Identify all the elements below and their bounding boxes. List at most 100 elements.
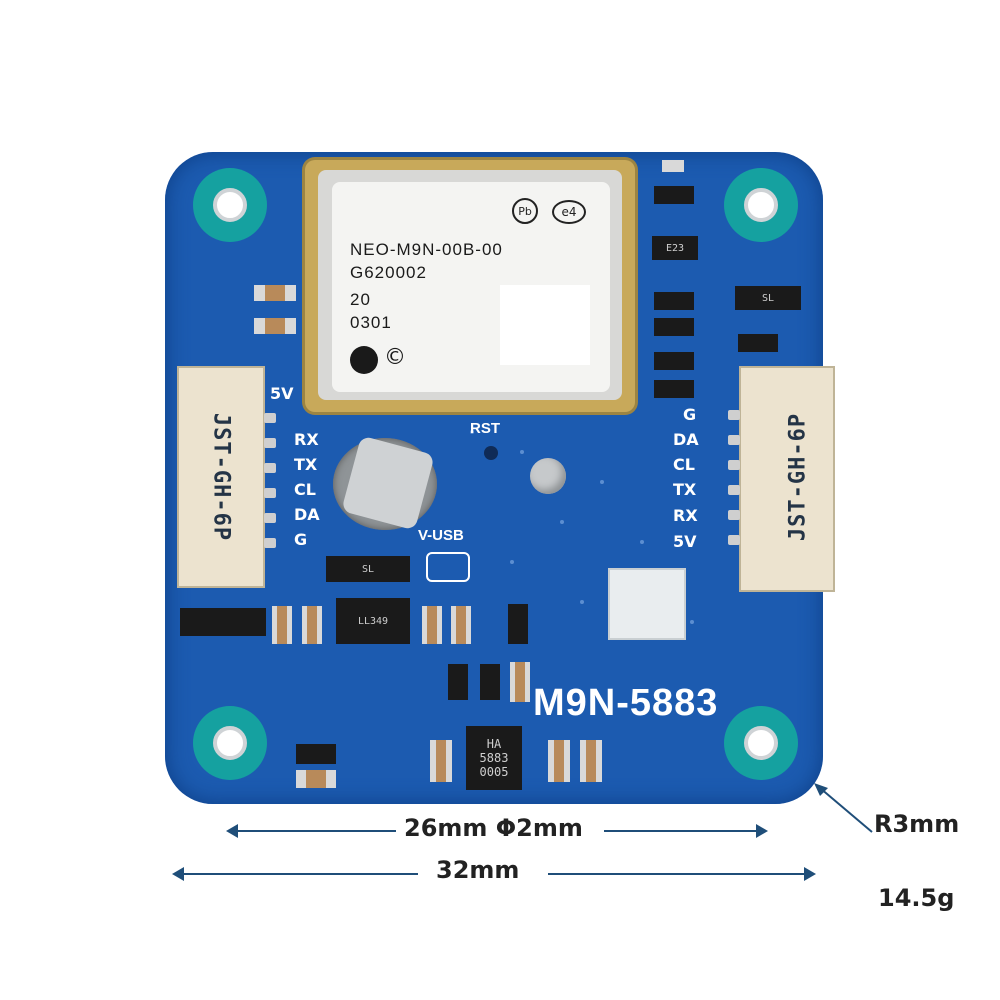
compass-chip: HA 5883 0005 — [466, 726, 522, 790]
capacitor — [254, 318, 296, 334]
led-pad — [608, 568, 686, 640]
regulator-ll349: LL349 — [336, 598, 410, 644]
pin-stub — [264, 538, 276, 548]
pin-stub — [264, 488, 276, 498]
pin-stub — [728, 485, 740, 495]
capacitor — [580, 740, 602, 782]
via — [600, 480, 604, 484]
mounting-hole-top-left — [213, 188, 247, 222]
right-pin-da: DA — [673, 430, 699, 449]
inner-dimension-line-left — [232, 830, 396, 832]
pin-stub — [728, 535, 740, 545]
arrow-right-icon — [756, 824, 768, 838]
arrow-left-icon — [172, 867, 184, 881]
resistor — [654, 352, 694, 370]
left-pin-tx: TX — [294, 455, 318, 474]
e4-mark: e4 — [552, 200, 586, 224]
capacitor — [272, 606, 292, 644]
left-pin-5v: 5V — [270, 384, 294, 403]
right-pin-5v: 5V — [673, 532, 697, 551]
right-pin-rx: RX — [673, 506, 698, 525]
mounting-hole-top-right — [744, 188, 778, 222]
outer-dimension-line-right — [548, 873, 806, 875]
module-date-code-2: 0301 — [350, 313, 392, 332]
right-pin-g: G — [683, 405, 697, 424]
diode-sl-left: SL — [326, 556, 410, 582]
via — [510, 560, 514, 564]
diode — [180, 608, 266, 636]
capacitor — [430, 740, 452, 782]
resistor — [448, 664, 468, 700]
board-name: M9N-5883 — [533, 682, 719, 724]
rst-label: RST — [470, 420, 500, 437]
left-pin-cl: CL — [294, 480, 316, 499]
left-connector-label: JST-GH-6P — [208, 412, 234, 542]
left-jst-connector — [177, 366, 265, 588]
via — [580, 600, 584, 604]
corner-radius-label: R3mm — [874, 810, 960, 838]
diode-sl-right: SL — [735, 286, 801, 310]
right-connector-label: JST-GH-6P — [785, 412, 811, 542]
capacitor — [254, 285, 296, 301]
resistor — [654, 380, 694, 398]
copyright-mark: © — [384, 345, 406, 370]
pin-stub — [264, 463, 276, 473]
resistor — [738, 334, 778, 352]
led-indicator — [662, 160, 684, 172]
mounting-hole-bottom-right — [744, 726, 778, 760]
via — [560, 520, 564, 524]
outer-dimension-line-left — [178, 873, 418, 875]
pin1-dot — [350, 346, 378, 374]
pin-stub — [728, 460, 740, 470]
left-pin-da: DA — [294, 505, 320, 524]
pin-stub — [264, 513, 276, 523]
pin-stub — [264, 438, 276, 448]
module-serial: G620002 — [350, 263, 427, 282]
via — [690, 620, 694, 624]
transistor-e23: E23 — [652, 236, 698, 260]
capacitor — [548, 740, 570, 782]
via — [640, 540, 644, 544]
capacitor — [451, 606, 471, 644]
left-pin-rx: RX — [294, 430, 319, 449]
pin-stub — [728, 510, 740, 520]
module-date-code-1: 20 — [350, 290, 371, 309]
test-pad — [530, 458, 566, 494]
capacitor — [302, 606, 322, 644]
radius-pointer — [814, 783, 873, 833]
right-pin-tx: TX — [673, 480, 697, 499]
qr-code-area — [500, 285, 590, 365]
outer-dimension-label: 32mm — [436, 856, 520, 884]
compass-chip-line3: 0005 — [479, 765, 509, 779]
pb-free-mark: Pb — [512, 198, 538, 224]
capacitor — [510, 662, 530, 702]
pin-stub — [728, 410, 740, 420]
resistor — [480, 664, 500, 700]
right-pin-cl: CL — [673, 455, 695, 474]
resistor — [508, 604, 528, 644]
compass-chip-line2: 5883 — [479, 751, 509, 765]
resistor — [296, 744, 336, 764]
reset-pad — [484, 446, 498, 460]
capacitor — [296, 770, 336, 788]
module-part-number: NEO-M9N-00B-00 — [350, 240, 503, 259]
resistor — [654, 186, 694, 204]
v-usb-jumper — [426, 552, 470, 582]
inner-dimension-label: 26mm Φ2mm — [404, 814, 583, 842]
pin-stub — [728, 435, 740, 445]
arrow-right-icon — [804, 867, 816, 881]
weight-label: 14.5g — [878, 884, 955, 912]
pin-stub — [264, 413, 276, 423]
capacitor — [422, 606, 442, 644]
arrow-left-icon — [226, 824, 238, 838]
inner-dimension-line-right — [604, 830, 758, 832]
mounting-hole-bottom-left — [213, 726, 247, 760]
v-usb-label: V-USB — [418, 527, 464, 544]
compass-chip-line1: HA — [486, 737, 502, 751]
left-pin-g: G — [294, 530, 308, 549]
right-jst-connector — [739, 366, 835, 592]
resistor — [654, 318, 694, 336]
resistor — [654, 292, 694, 310]
via — [470, 430, 474, 434]
via — [520, 450, 524, 454]
